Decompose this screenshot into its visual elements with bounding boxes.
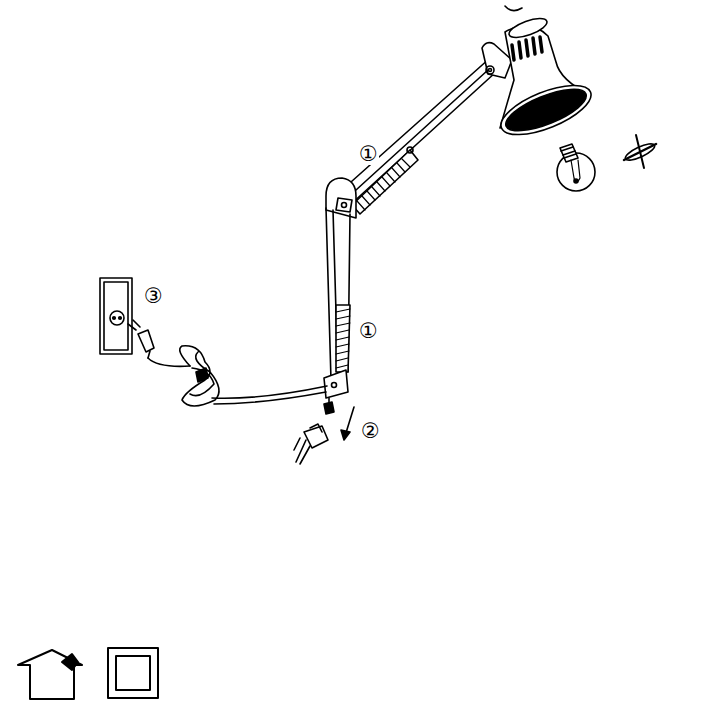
class-ii-symbol (108, 648, 158, 698)
power-cord (128, 320, 327, 406)
callout-number: ③ (143, 286, 164, 307)
callout-number: ① (358, 144, 379, 165)
lower-arm (326, 208, 350, 380)
mounting-pin (294, 424, 328, 464)
ring-screw (623, 135, 656, 168)
lamp-shade (482, 6, 597, 145)
callout-number: ① (358, 321, 379, 342)
light-bulb (557, 144, 595, 191)
direction-arrow (341, 407, 354, 440)
base-fitting (324, 370, 348, 414)
wall-outlet (100, 278, 132, 354)
upper-arm (342, 58, 496, 214)
elbow-joint (326, 178, 356, 218)
indoor-use-symbol (18, 650, 82, 699)
callout-number: ② (360, 421, 381, 442)
